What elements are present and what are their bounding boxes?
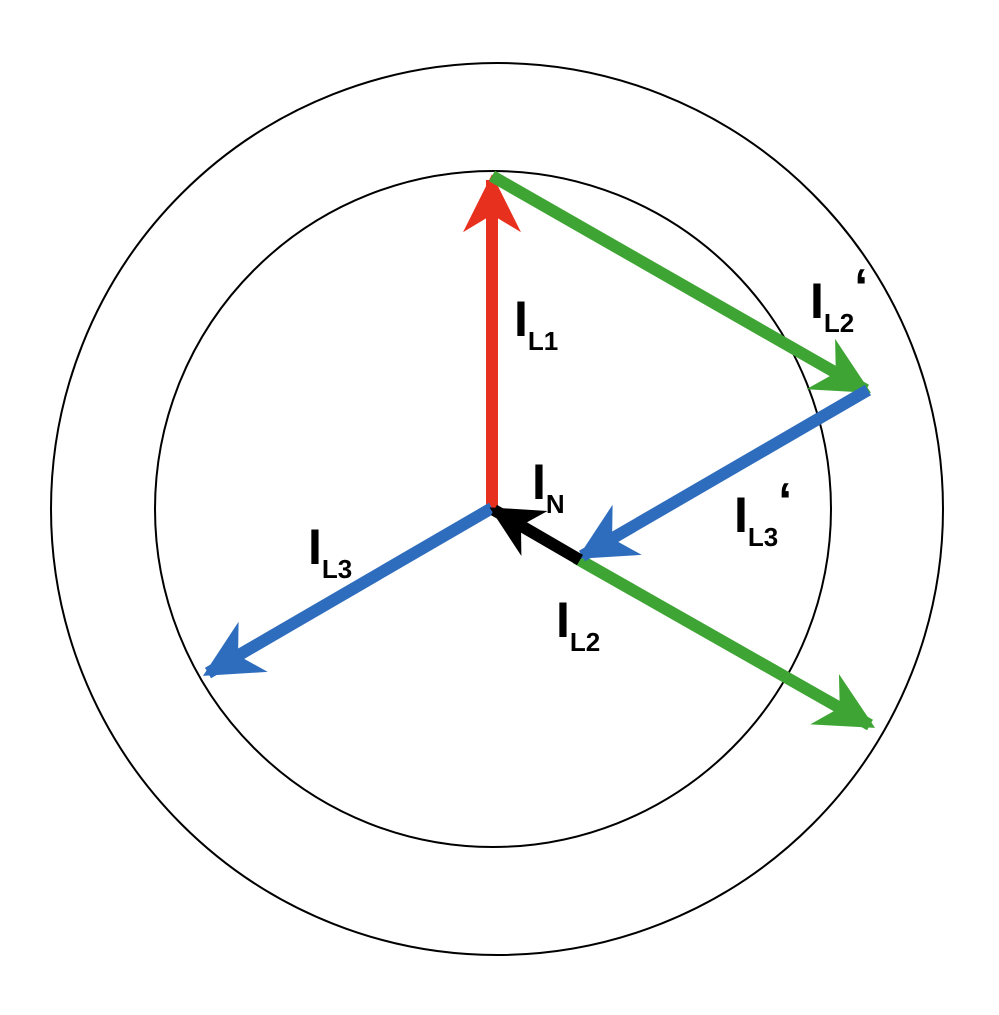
- label-il2: IL2: [556, 592, 600, 657]
- outer-circle: [50, 62, 944, 956]
- arrow-il3-prime: [576, 384, 872, 562]
- inner-circle: [154, 170, 832, 848]
- label-il2-prime: IL2‘: [810, 259, 868, 338]
- arrow-in: [489, 504, 584, 566]
- arrow-il2-prime: [489, 170, 872, 396]
- label-il3: IL3: [308, 519, 352, 584]
- arrow-il2: [573, 552, 876, 731]
- arrow-il3: [202, 502, 496, 679]
- label-in: IN: [532, 454, 565, 519]
- label-il3-prime: IL3‘: [734, 473, 792, 552]
- label-il1: IL1: [514, 291, 558, 356]
